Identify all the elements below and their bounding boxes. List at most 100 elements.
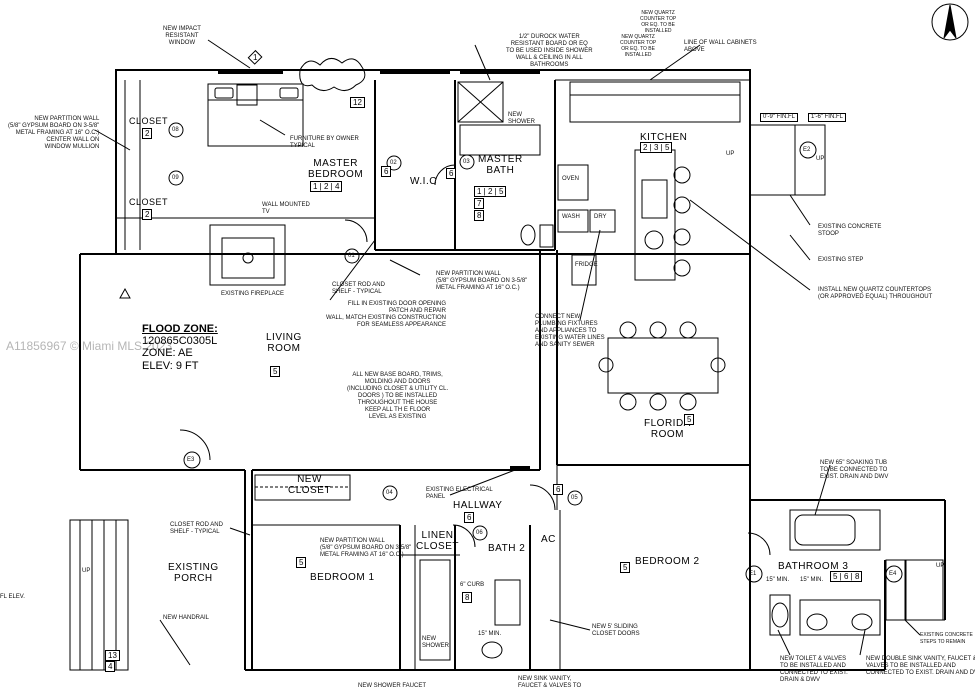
room-label-new-closet: NEW CLOSET [288,474,332,496]
note-fin-fl-2: 1'-6" FIN.FL [808,113,846,122]
keynote-12: 12 [350,97,365,108]
label-15-min-a: 15" MIN. [766,577,790,583]
flood-zone-elev: ELEV: 9 FT [142,360,199,372]
exterior-wall-north [115,69,751,255]
symbol-d06: 06 [476,530,483,536]
symbol-d08: 08 [172,127,179,133]
note-new-shower-mb: NEW SHOWER [508,112,535,125]
label-up-1: UP [726,151,735,157]
room-label-hallway: HALLWAY [453,500,503,511]
symbol-d05: 05 [571,495,578,501]
note-existing-fireplace: EXISTING FIREPLACE [221,291,285,297]
note-durock: 1/2" DUROCK WATER RESISTANT BOARD OR EQ … [506,34,593,68]
note-double-sink: NEW DOUBLE SINK VANITY, FAUCET & VALVES … [866,656,975,676]
note-install-quartz: INSTALL NEW QUARTZ COUNTERTOPS (OR APPRO… [818,287,933,300]
room-label-closet-bottom: CLOSET [129,197,169,207]
symbol-d09: 09 [172,175,179,181]
note-fin-fl-1: 0'-9" FIN.FL [760,113,798,122]
note-soaking-tub: NEW 65" SOAKING TUB TO BE CONNECTED TO E… [820,460,889,480]
room-label-closet-top: CLOSET [129,116,169,126]
symbol-e3: E3 [187,457,195,463]
room-label-master-bedroom: MASTER BEDROOM [308,158,364,180]
keynote-bathroom-3: 5 | 6 | 8 [830,571,863,582]
note-new-handrail: NEW HANDRAIL [163,615,210,621]
label-up-3: UP [936,563,945,569]
note-existing-step: EXISTING STEP [818,257,864,263]
room-label-master-bath: MASTER BATH [478,154,523,176]
label-oven: OVEN [562,176,580,182]
note-fl-elev: FL ELEV. [0,594,25,600]
label-15-min-b: 15" MIN. [800,577,824,583]
room-label-living-room: LIVING ROOM [266,332,302,354]
room-label-kitchen: KITCHEN [640,132,688,143]
mls-watermark: A11856967 © Miami MLS 2023 [6,339,173,353]
note-new-shower: NEW SHOWER [422,636,449,649]
note-curb: 6" CURB [460,582,485,588]
keynote-8b: 8 [474,210,485,221]
note-partition-top: NEW PARTITION WALL (5/8" GYPSUM BOARD ON… [8,116,100,150]
keynote-13: 13 [105,650,120,661]
window-impact [218,70,283,74]
label-15-min-c: 15" MIN. [478,631,502,637]
note-concrete-stoop: EXISTING CONCRETE STOOP [818,224,882,237]
room-label-bedroom-2: BEDROOM 2 [635,556,700,567]
keynote-2b: 2 [142,209,153,220]
note-partition-bed1: NEW PARTITION WALL (5/8" GYPSUM BOARD ON… [320,538,412,558]
note-wall-mounted-tv: WALL MOUNTED TV [262,202,310,215]
note-electrical-panel: EXISTING ELECTRICAL PANEL [426,487,493,500]
note-base-board: ALL NEW BASE BOARD, TRIMS, MOLDING AND D… [347,372,449,420]
keynote-master: 1 | 2 | 4 [310,181,343,192]
note-quartz-top-2: NEW QUARTZ COUNTER TOP OR EQ. TO BE INST… [620,34,657,58]
room-label-ac: AC [541,534,556,545]
keynote-living: 5 [270,366,281,377]
note-connect-plumbing: CONNECT NEW PLUMBING FIXTURES AND APPLIA… [535,314,605,348]
keynote-4: 4 [105,661,116,672]
keynote-bedroom-1: 5 [296,557,307,568]
symbol-e2: E2 [803,147,811,153]
keynote-7: 7 [474,198,485,209]
flood-zone-zone: ZONE: AE [142,347,193,359]
flood-zone-code: 120865C0305L [142,335,218,347]
keynote-6b: 6 [446,168,457,179]
room-label-existing-porch: EXISTING PORCH [168,562,219,584]
note-wall-cabinets: LINE OF WALL CABINETS ABOVE [684,40,757,53]
room-label-wic: W.I.C [410,176,437,187]
note-quartz-top: NEW QUARTZ COUNTER TOP OR EQ. TO BE INST… [640,10,677,34]
keynote-6d: 6 [553,484,564,495]
keynote-master-bath: 1 | 2 | 5 [474,186,507,197]
symbol-d04: 04 [386,490,393,496]
note-fill-door: FILL IN EXISTING DOOR OPENING PATCH AND … [326,301,447,328]
keynote-6a: 6 [381,166,392,177]
label-washer: WASH [562,214,580,220]
note-new-shower-faucet: NEW SHOWER FAUCET [358,683,427,689]
note-new-partition-mid: NEW PARTITION WALL (5/8" GYPSUM BOARD ON… [436,271,528,291]
label-dryer: DRY [594,214,607,220]
keynote-6c: 6 [464,512,475,523]
symbol-e1: E1 [749,571,757,577]
note-closet-rod-porch: CLOSET ROD AND SHELF - TYPICAL [170,522,223,535]
room-label-florida-room: FLORIDA ROOM [644,418,691,440]
symbol-d02: 02 [390,160,397,166]
keynote-kitchen: 2 | 3 | 5 [640,142,673,153]
room-label-bathroom-3: BATHROOM 3 [778,561,849,572]
north-arrow-icon [932,4,968,40]
keynote-florida: 5 [684,414,695,425]
flood-zone-title: FLOOD ZONE: [142,323,218,335]
keynote-bedroom-2: 5 [620,562,631,573]
room-label-bedroom-1: BEDROOM 1 [310,572,375,583]
note-toilet-valves: NEW TOILET & VALVES TO BE INSTALLED AND … [780,656,848,683]
label-fridge: FRIDGE [575,262,598,268]
note-closet-rod: CLOSET ROD AND SHELF - TYPICAL [332,282,385,295]
keynote-8: 8 [462,592,473,603]
symbol-d01: 01 [348,253,355,259]
note-sliding-doors: NEW 5' SLIDING CLOSET DOORS [592,624,640,637]
room-label-linen-closet: LINEN CLOSET [416,530,460,552]
note-impact-window: NEW IMPACT RESISTANT WINDOW [163,26,201,46]
room-label-bath-2: BATH 2 [488,543,526,554]
symbol-d03: 03 [463,159,470,165]
note-furniture: FURNITURE BY OWNER TYPICAL [290,136,359,149]
symbol-e4: E4 [889,571,897,577]
keynote-2: 2 [142,128,153,139]
label-up-4: UP [82,568,91,574]
